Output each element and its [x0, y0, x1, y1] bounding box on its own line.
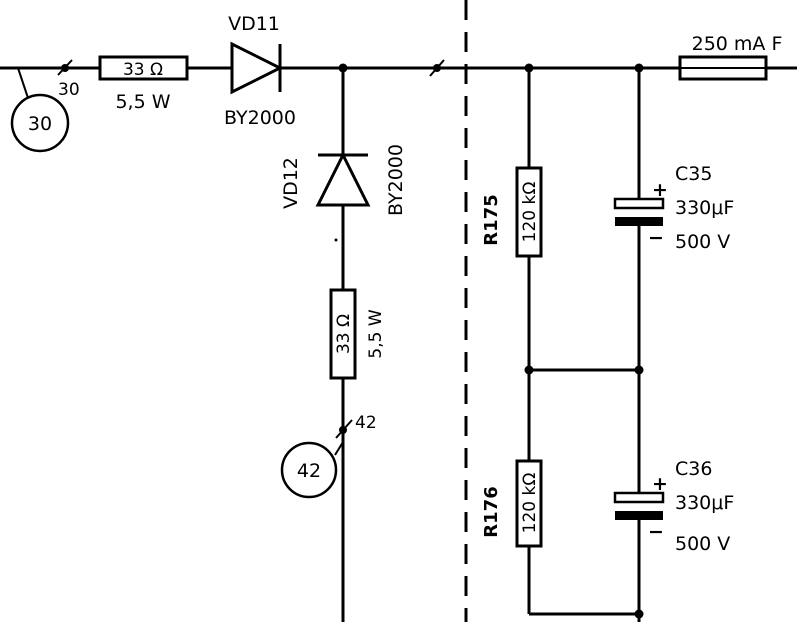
c35-name: C35 [675, 163, 712, 185]
resistor-branch-value: 33 Ω [334, 314, 354, 354]
resistor-branch-power: 5,5 W [366, 309, 386, 358]
resistor-input: 33 Ω 5,5 W [98, 55, 189, 113]
resistor-branch: 33 Ω 5,5 W [329, 288, 386, 380]
marker-42-terminal-label: 42 [355, 413, 377, 433]
marker-30-circle-label: 30 [28, 113, 52, 135]
fuse-label: 250 mA F [692, 33, 783, 55]
diode-vd11-part: BY2000 [224, 107, 296, 129]
c35-minus: − [648, 227, 664, 249]
r176-value: 120 kΩ [520, 473, 540, 534]
resistor-r176: 120 kΩ R176 [481, 370, 543, 614]
terminal-42: 42 42 [280, 413, 377, 499]
diode-vd11-name: VD11 [228, 13, 280, 35]
c36-minus: − [648, 521, 664, 543]
diode-vd12-part: BY2000 [385, 144, 407, 216]
capacitor-c36: + − C36 330μF 500 V [613, 370, 734, 614]
diode-vd12: VD12 BY2000 [280, 144, 407, 242]
c36-name: C36 [675, 458, 712, 480]
c36-value: 330μF [675, 492, 734, 514]
c35-voltage: 500 V [675, 231, 730, 253]
mid-link [524, 365, 644, 375]
resistor-r175: 120 kΩ R175 [481, 68, 543, 370]
diode-vd11: VD11 BY2000 [224, 13, 296, 129]
marker-42-circle-label: 42 [297, 460, 321, 482]
c35-value: 330μF [675, 197, 734, 219]
fuse: 250 mA F [678, 33, 783, 81]
r176-name: R176 [481, 486, 502, 537]
marker-30-terminal-label: 30 [58, 80, 80, 100]
bottom-link [529, 609, 644, 622]
wire-break-mark [429, 59, 445, 77]
c36-plus: + [652, 473, 668, 495]
r175-name: R175 [481, 194, 502, 245]
resistor-input-power: 5,5 W [115, 91, 170, 113]
capacitor-c35: + − C35 330μF 500 V [613, 68, 734, 370]
c36-voltage: 500 V [675, 533, 730, 555]
diode-vd12-name: VD12 [280, 157, 302, 209]
r175-value: 120 kΩ [520, 182, 540, 243]
c35-plus: + [652, 179, 668, 201]
terminal-30: 30 30 [10, 59, 80, 153]
resistor-input-value: 33 Ω [123, 60, 163, 80]
